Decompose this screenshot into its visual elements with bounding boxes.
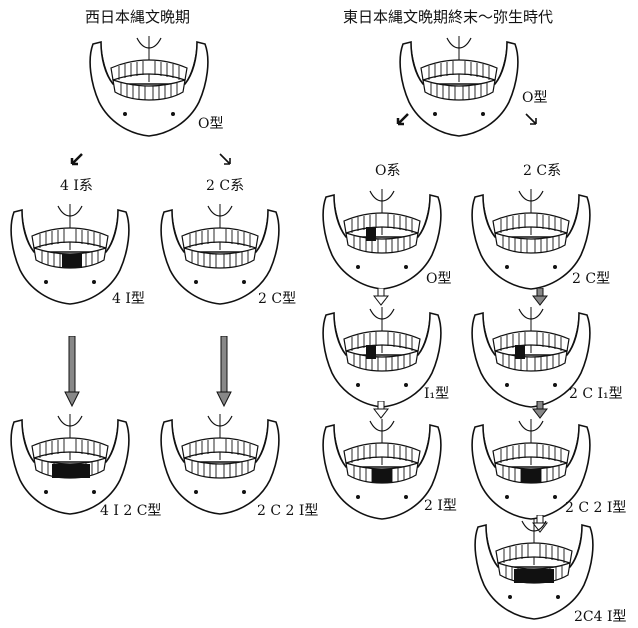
east-c-series-label-4: 2C4 I型 <box>574 606 627 626</box>
west-left-long-arrow <box>64 336 80 408</box>
west-branch-left-label: 4 I系 <box>60 175 93 195</box>
east-c-series-label-1: 2 C型 <box>572 268 610 288</box>
west-bottom-right-label: 2 C 2 I型 <box>257 500 318 520</box>
west-mid-right-label: 2 C型 <box>258 288 296 308</box>
west-top-type-label: O型 <box>198 113 223 133</box>
east-c-series-label-3: 2 C 2 I型 <box>565 497 626 517</box>
west-right-long-arrow <box>216 336 232 408</box>
west-top-jaw <box>85 32 213 142</box>
east-heading: 東日本縄文晩期終末～弥生時代 <box>343 6 553 27</box>
west-branch-right-label: 2 C系 <box>206 175 244 195</box>
east-o-series-label-2: I₁型 <box>424 383 449 403</box>
east-o-series-label-1: O型 <box>426 268 451 288</box>
east-branch-left-arrow <box>392 110 412 130</box>
west-branch-left-arrow <box>66 150 86 170</box>
west-bottom-left-label: 4 I 2 C型 <box>100 500 161 520</box>
west-mid-left-label: 4 I型 <box>112 288 145 308</box>
east-top-jaw <box>395 32 523 142</box>
east-branch-right-label: 2 C系 <box>523 160 561 180</box>
east-top-type-label: O型 <box>522 87 547 107</box>
east-branch-left-label: O系 <box>375 160 400 180</box>
east-o-series-label-3: 2 I型 <box>424 495 457 515</box>
west-heading: 西日本縄文晩期 <box>85 6 190 27</box>
east-c-series-label-2: 2 C I₁型 <box>569 383 623 403</box>
east-branch-right-arrow <box>522 110 542 130</box>
west-branch-right-arrow <box>216 150 236 170</box>
